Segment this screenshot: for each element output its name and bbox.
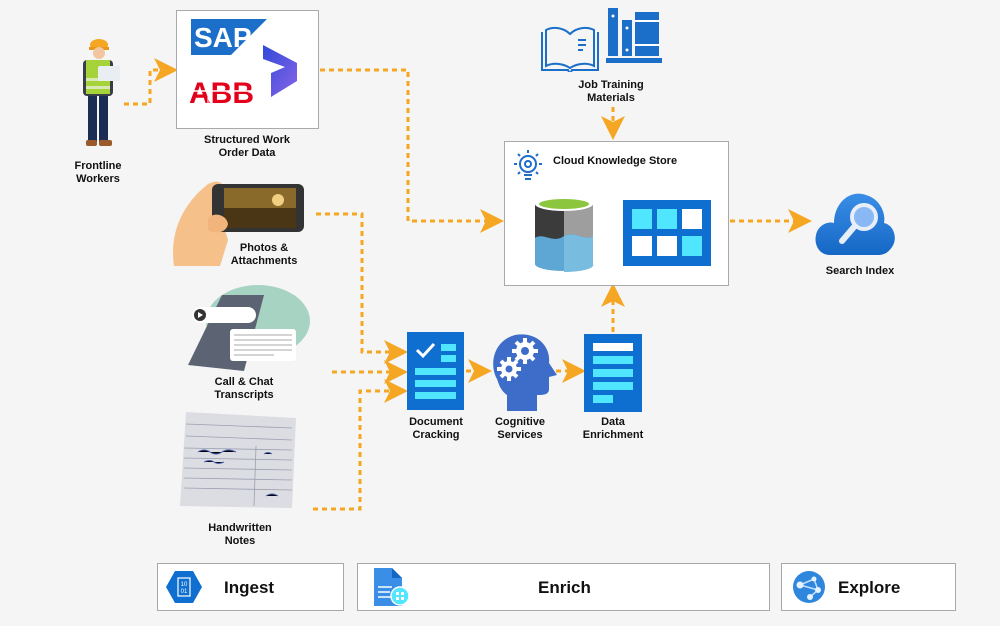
data-enrichment-icon[interactable] xyxy=(584,334,642,412)
cognitive-services-label: Cognitive Services xyxy=(494,416,546,441)
call-chat-transcripts-label: Call & Chat Transcripts xyxy=(214,376,274,401)
cloud-knowledge-store-title: Cloud Knowledge Store xyxy=(553,155,678,167)
data-enrichment-label: Data Enrichment xyxy=(582,416,644,441)
phase-ingest-label: Ingest xyxy=(224,578,275,597)
storage-cylinder-icon xyxy=(535,197,594,272)
document-cracking-label: Document Cracking xyxy=(409,416,463,441)
search-index-label: Search Index xyxy=(825,265,895,277)
document-enrich-icon xyxy=(374,568,410,606)
network-globe-icon xyxy=(793,571,825,603)
phase-explore[interactable]: Explore xyxy=(781,563,956,611)
dynamics-logo-icon xyxy=(263,45,297,97)
handwritten-notes-icon xyxy=(180,412,296,508)
svg-text:10: 10 xyxy=(181,582,188,588)
connector-notes-to-cracking xyxy=(313,379,408,511)
frontline-workers-label: Frontline Workers xyxy=(74,160,122,185)
photos-attachments-label: Photos & Attachments xyxy=(230,242,298,267)
svg-text:SAP: SAP xyxy=(194,22,252,53)
structured-work-order-label: Structured Work Order Data xyxy=(204,134,290,159)
table-storage-icon xyxy=(623,200,711,266)
lightbulb-icon xyxy=(514,150,542,180)
frontline-worker-icon xyxy=(83,39,120,146)
search-index-cloud-icon[interactable] xyxy=(814,183,896,261)
sap-logo-icon: SAP xyxy=(191,19,267,55)
cognitive-services-head-icon[interactable] xyxy=(489,333,557,411)
connector-workers-to-structured xyxy=(124,58,178,106)
abb-logo-icon: ABB xyxy=(189,77,265,105)
connector-structured-to-store xyxy=(320,68,504,233)
job-training-materials-label: Job Training Materials xyxy=(578,79,644,104)
phase-enrich[interactable]: Enrich xyxy=(357,563,770,611)
cloud-knowledge-store-box[interactable]: Cloud Knowledge Store xyxy=(504,141,729,286)
binary-file-icon: 10 01 xyxy=(166,571,202,603)
document-cracking-icon[interactable] xyxy=(407,332,464,410)
phase-ingest[interactable]: 10 01 Ingest xyxy=(157,563,344,611)
phase-enrich-label: Enrich xyxy=(538,578,591,597)
phone-photo-icon xyxy=(173,181,304,266)
svg-text:01: 01 xyxy=(181,589,188,595)
job-training-books-icon xyxy=(541,8,662,72)
structured-work-order-box[interactable]: SAP ABB xyxy=(176,10,319,129)
phase-explore-label: Explore xyxy=(838,578,901,597)
handwritten-notes-label: Handwritten Notes xyxy=(208,522,272,547)
connector-photos-to-cracking xyxy=(316,212,408,364)
chat-transcript-icon xyxy=(188,285,310,371)
